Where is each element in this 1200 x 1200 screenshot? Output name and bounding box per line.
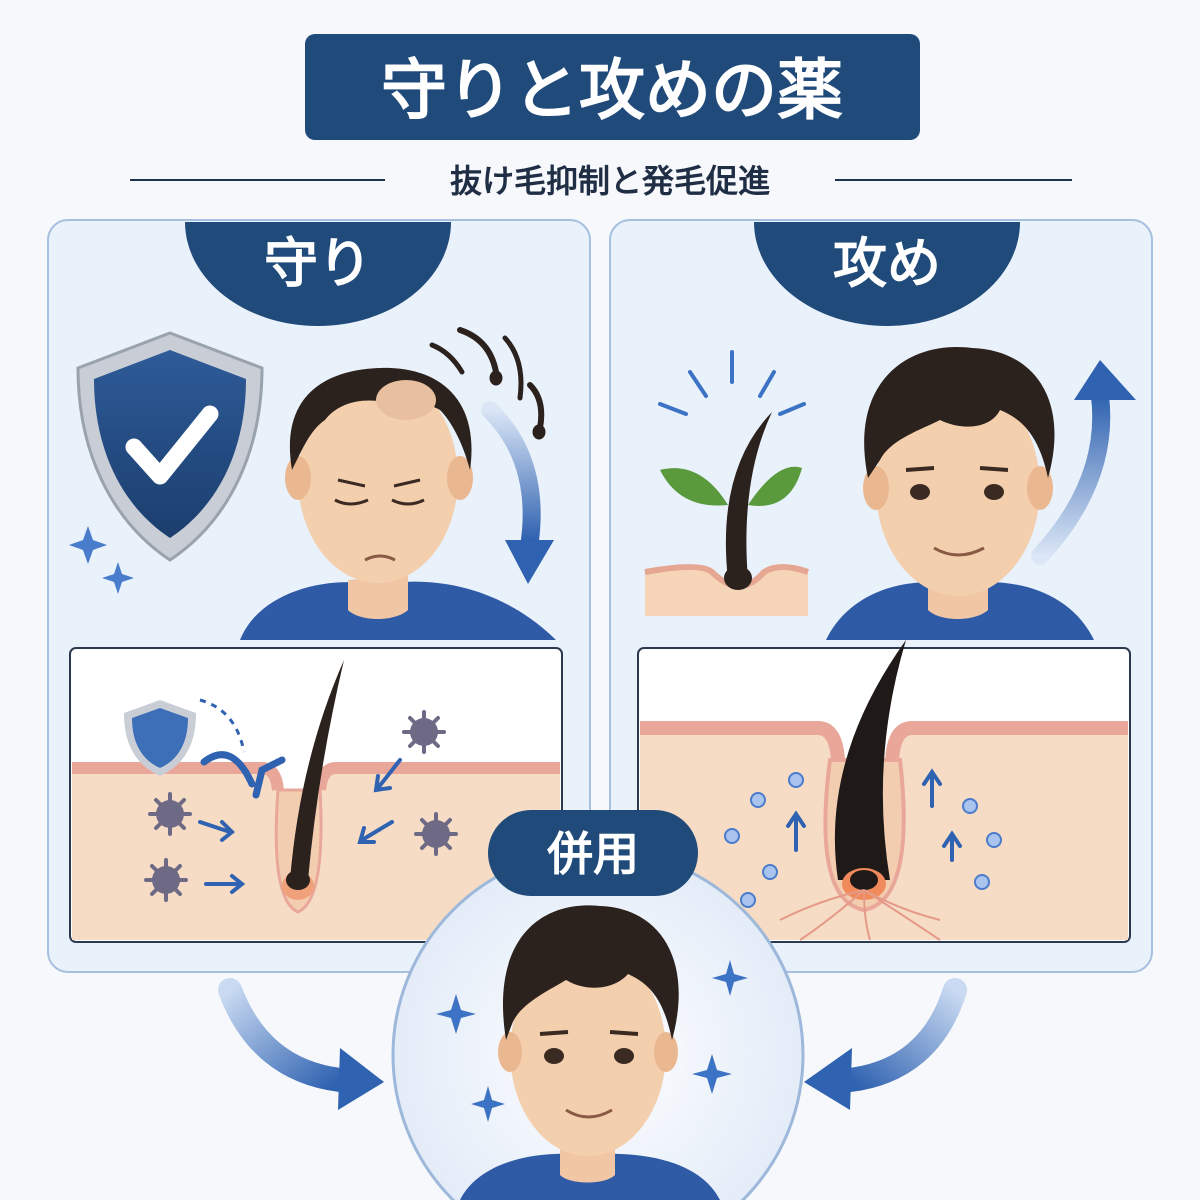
defense-tab: [185, 222, 451, 326]
block-arrow: [200, 751, 256, 788]
combined-label: 併用: [546, 827, 639, 881]
sparkle-icon: [69, 526, 107, 564]
title-banner: 守りと攻めの薬: [305, 34, 920, 140]
merge-arrow-left: [218, 978, 384, 1110]
sparkle-icon: [436, 960, 748, 1122]
combined-section: 併用: [391, 810, 805, 1200]
decline-arrow-icon: [481, 401, 554, 584]
growth-arrow-icon: [1031, 360, 1136, 565]
offense-label: 攻め: [833, 232, 941, 295]
germ-spikes: [144, 710, 458, 902]
falling-hair-icon: [429, 327, 546, 440]
combined-badge: [488, 810, 698, 896]
sprouting-hair-icon: [644, 412, 810, 616]
mini-shield-icon: [124, 700, 196, 776]
defense-panel: 守り: [47, 219, 591, 973]
glow-lines-icon: [658, 350, 806, 416]
thinning-hair-man-illustration: [240, 367, 556, 640]
defense-label: 守り: [264, 232, 372, 295]
dashed-arrow: [199, 698, 246, 753]
offense-panel: 攻め: [609, 219, 1153, 973]
title-background: [305, 34, 920, 140]
full-hair-man-illustration: [826, 347, 1094, 640]
page-title: 守りと攻めの薬: [381, 52, 843, 129]
nutrient-dot-icon: [724, 772, 1002, 908]
germ-arrow-icons: [198, 758, 402, 894]
block-arrow-head: [252, 756, 286, 799]
merge-arrow-right: [804, 978, 967, 1110]
sparkle-icon: [102, 562, 134, 594]
confident-man-illustration: [460, 905, 720, 1200]
offense-tab: [754, 222, 1020, 326]
subtitle-row: 抜け毛抑制と発毛促進: [130, 162, 1072, 200]
offense-scalp-diagram: [637, 640, 1131, 943]
upward-arrow-icons: [786, 768, 962, 862]
shield-check-icon: [76, 331, 264, 562]
subtitle: 抜け毛抑制と発毛促進: [450, 162, 770, 200]
